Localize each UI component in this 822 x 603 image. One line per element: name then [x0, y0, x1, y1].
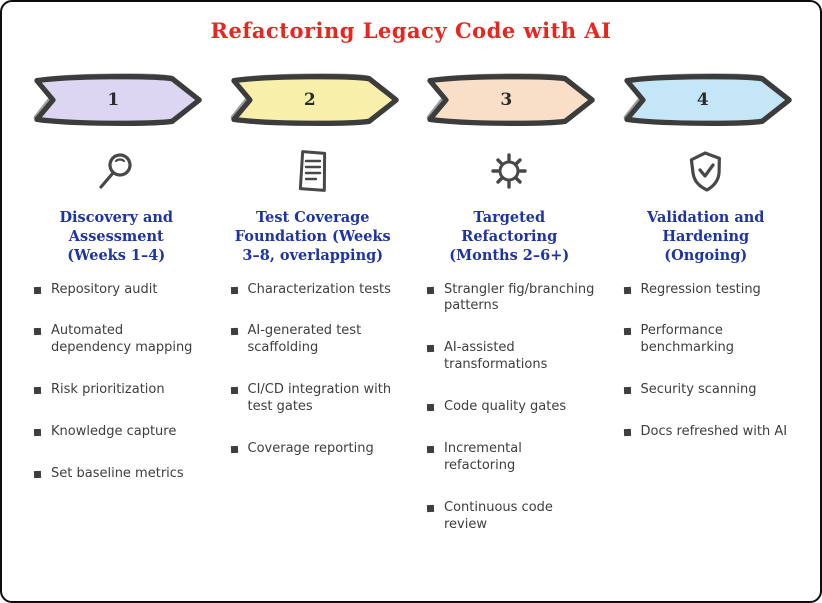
- list-item: Strangler fig/branching patterns: [427, 282, 595, 316]
- list-item: Code quality gates: [427, 399, 595, 416]
- phase-bullets: Characterization tests AI-generated test…: [223, 282, 404, 483]
- list-item: Repository audit: [34, 282, 202, 299]
- shield-check-icon: [682, 145, 730, 197]
- phase-number: 2: [303, 90, 316, 110]
- phase-column-4: 4 Validation and Hardening (Ongoing) Reg…: [616, 69, 797, 559]
- arrow-shape: [33, 73, 202, 126]
- phase-column-3: 3 Targeted Refactoring (Months 2–6+) Str…: [419, 69, 600, 559]
- phase-heading: Test Coverage Foundation (Weeks 3–8, ove…: [234, 209, 391, 264]
- phase-column-2: 2 Test Coverage Foundation (Weeks 3–8, o…: [223, 69, 404, 559]
- list-item: AI-assisted transformations: [427, 340, 595, 374]
- phase-bullets: Strangler fig/branching patterns AI-assi…: [419, 282, 600, 559]
- list-item: Security scanning: [624, 382, 792, 399]
- list-item: Characterization tests: [231, 282, 399, 299]
- list-item: Regression testing: [624, 282, 792, 299]
- phase-heading: Discovery and Assessment (Weeks 1–4): [59, 209, 174, 264]
- list-item: Set baseline metrics: [34, 466, 202, 483]
- phase-column-1: 1 Discovery and Assessment (Weeks 1–4) R…: [26, 69, 207, 559]
- list-item: Continuous code review: [427, 500, 595, 534]
- arrow-shape: [426, 73, 595, 126]
- magnifier-icon: [92, 145, 140, 197]
- list-item: Knowledge capture: [34, 424, 202, 441]
- gear-icon: [484, 145, 534, 197]
- phase-bullets: Repository audit Automated dependency ma…: [26, 282, 207, 508]
- phase-arrow-banner: 2: [223, 69, 404, 131]
- list-item: CI/CD integration with test gates: [231, 382, 399, 416]
- phase-number: 1: [107, 90, 120, 110]
- list-item: Incremental refactoring: [427, 441, 595, 475]
- list-item: AI-generated test scaffolding: [231, 323, 399, 357]
- list-item: Risk prioritization: [34, 382, 202, 399]
- phase-heading: Validation and Hardening (Ongoing): [647, 209, 765, 264]
- list-item: Automated dependency mapping: [34, 323, 202, 357]
- arrow-shape: [230, 73, 399, 126]
- phase-columns: 1 Discovery and Assessment (Weeks 1–4) R…: [26, 69, 796, 559]
- phase-number: 3: [500, 90, 513, 110]
- phase-number: 4: [696, 90, 709, 110]
- phase-arrow-banner: 1: [26, 69, 207, 131]
- list-item: Coverage reporting: [231, 441, 399, 458]
- checklist-icon: [290, 145, 336, 197]
- arrow-shape: [623, 73, 792, 126]
- phase-bullets: Regression testing Performance benchmark…: [616, 282, 797, 466]
- list-item: Docs refreshed with AI: [624, 424, 792, 441]
- phase-arrow-banner: 3: [419, 69, 600, 131]
- list-item: Performance benchmarking: [624, 323, 792, 357]
- phase-arrow-banner: 4: [616, 69, 797, 131]
- page-title: Refactoring Legacy Code with AI: [210, 18, 612, 43]
- phase-heading: Targeted Refactoring (Months 2–6+): [449, 209, 570, 264]
